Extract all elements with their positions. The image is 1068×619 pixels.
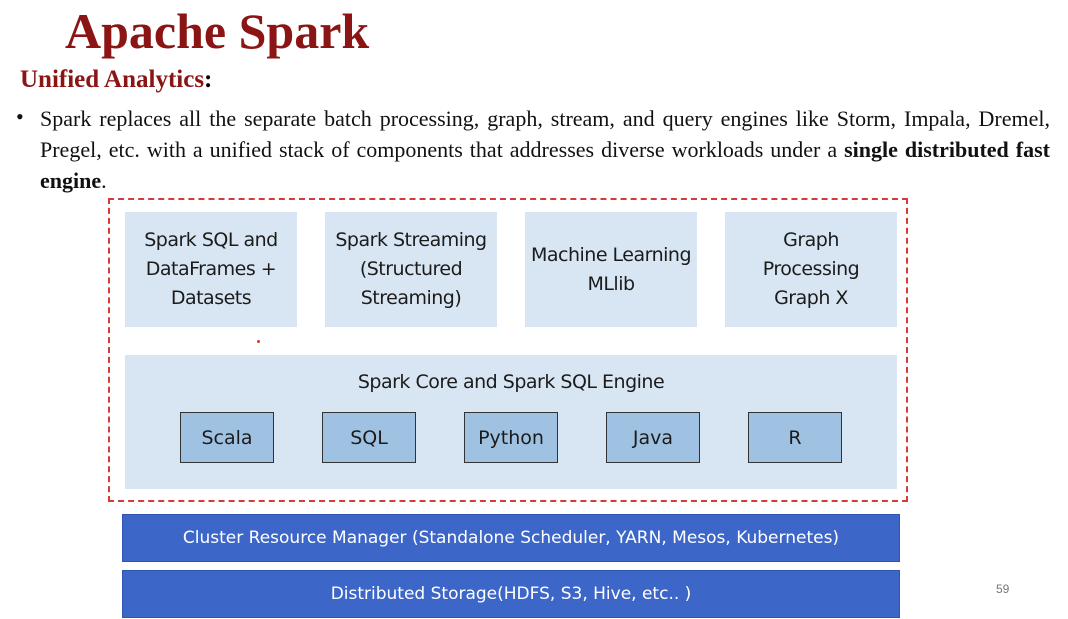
language-sql: SQL: [322, 412, 416, 463]
component-spark-sql: Spark SQL and DataFrames + Datasets: [125, 212, 297, 327]
unified-stack-boundary: [108, 198, 908, 502]
stray-dot: [257, 340, 260, 343]
bullet-bold-text: single distributed fast engine: [40, 137, 1050, 193]
cluster-resource-manager-bar: Cluster Resource Manager (Standalone Sch…: [122, 514, 900, 562]
bullet-end: .: [101, 168, 107, 193]
bullet-paragraph: Spark replaces all the separate batch pr…: [40, 103, 1050, 196]
distributed-storage-bar: Distributed Storage(HDFS, S3, Hive, etc.…: [122, 570, 900, 618]
component-graphx: Graph Processing Graph X: [725, 212, 897, 327]
component-spark-streaming: Spark Streaming (Structured Streaming): [325, 212, 497, 327]
bullet-text: Spark replaces all the separate batch pr…: [40, 106, 1050, 162]
core-label: Spark Core and Spark SQL Engine: [357, 371, 665, 393]
language-r: R: [748, 412, 842, 463]
language-python: Python: [464, 412, 558, 463]
slide-title: Apache Spark: [65, 3, 370, 59]
bullet-marker: •: [16, 104, 24, 129]
language-scala: Scala: [180, 412, 274, 463]
subtitle-colon: :: [204, 66, 213, 93]
slide-subtitle: Unified Analytics:: [20, 66, 212, 94]
language-java: Java: [606, 412, 700, 463]
component-mllib: Machine Learning MLlib: [525, 212, 697, 327]
subtitle-text: Unified Analytics: [20, 66, 205, 93]
page-number: 59: [996, 582, 1010, 596]
